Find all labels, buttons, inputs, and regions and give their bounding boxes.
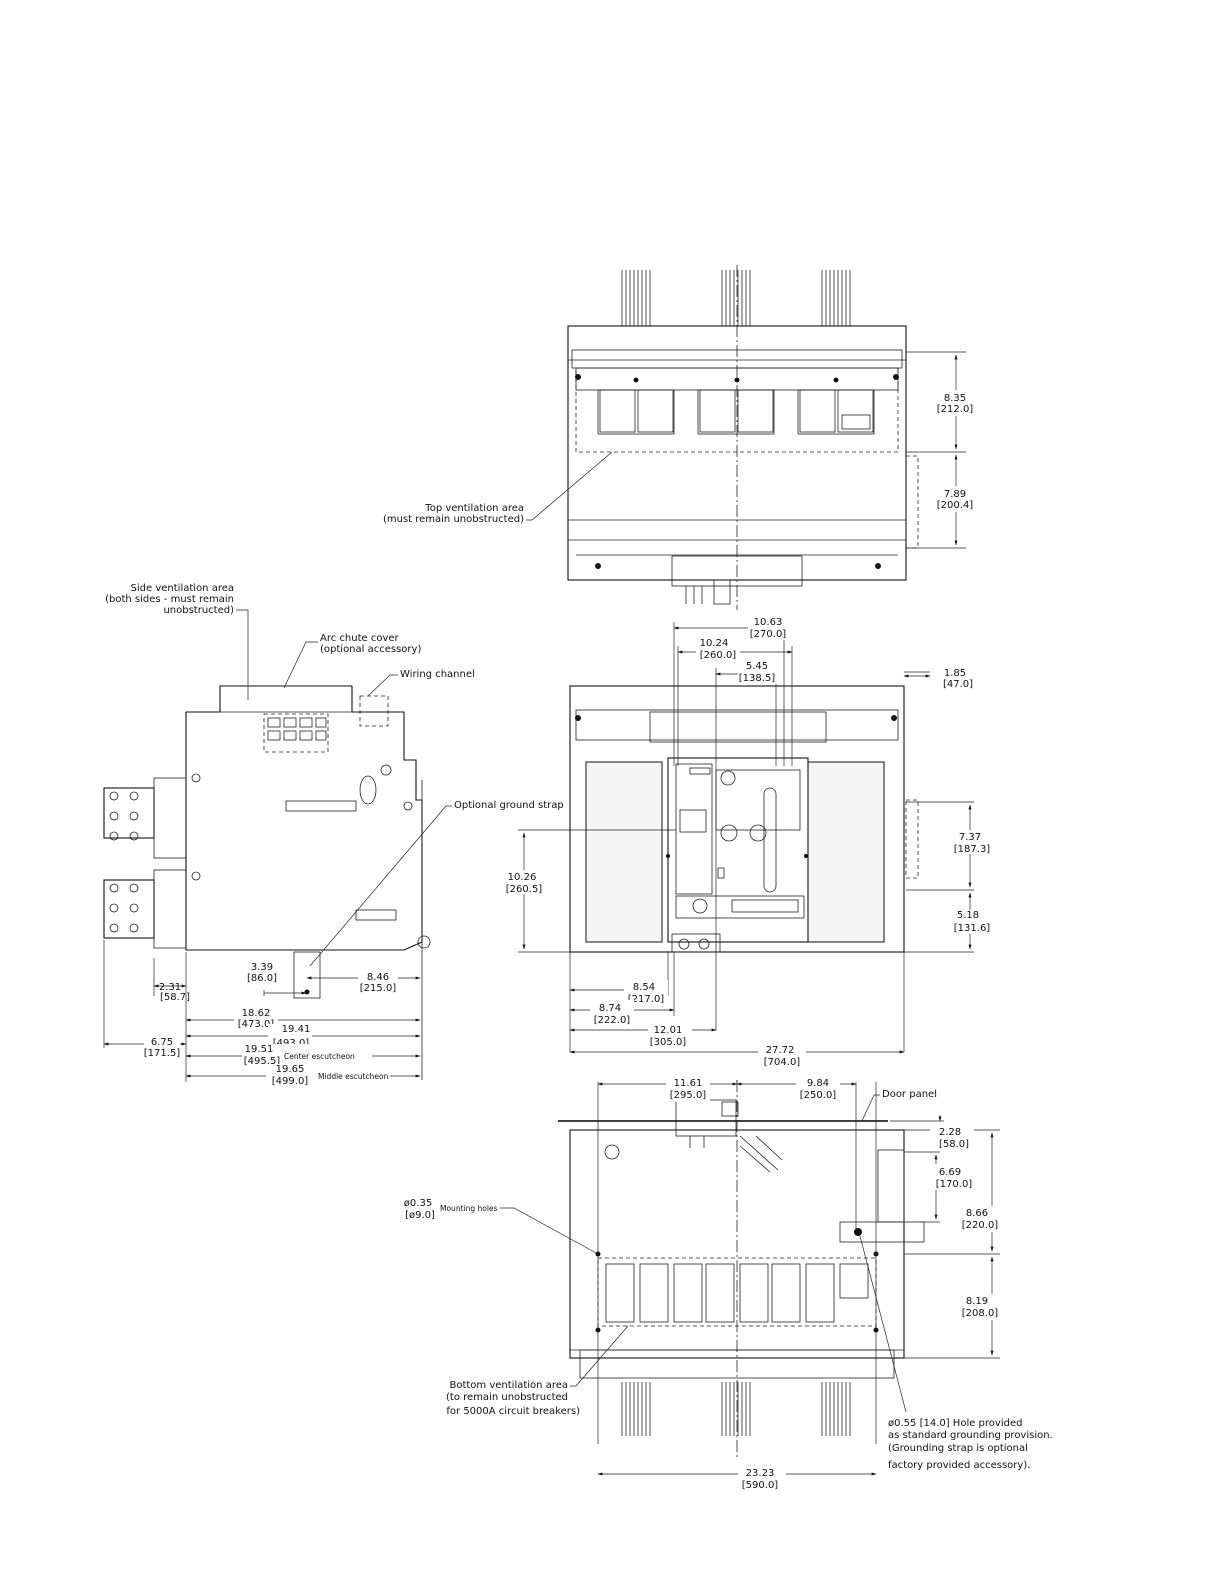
dim-mounting-hole: ø0.35 xyxy=(404,1198,432,1209)
dim-2-31-mm: [58.7] xyxy=(160,992,190,1003)
label-door-panel: Door panel xyxy=(882,1089,937,1100)
label-side-vent-note: (both sides - must remain xyxy=(105,594,234,605)
dim-19-51-mm: [495.5] xyxy=(244,1056,281,1067)
label-top-vent: Top ventilation area xyxy=(424,503,524,514)
label-ground-hole-note-2: (Grounding strap is optional xyxy=(888,1443,1028,1454)
dim-8-54-mm: [217.0] xyxy=(628,994,665,1005)
dim-5-18-mm: [131.6] xyxy=(954,923,991,934)
dim-8-46: 8.46 xyxy=(367,972,389,983)
dim-7-37: 7.37 xyxy=(959,832,981,843)
dim-27-72: 27.72 xyxy=(766,1045,795,1056)
dim-19-65-mm: [499.0] xyxy=(272,1076,309,1087)
label-mounting-holes: Mounting holes xyxy=(440,1204,498,1213)
side-view: Side ventilation area (both sides - must… xyxy=(103,583,564,1088)
dim-8-35: 8.35 xyxy=(944,393,966,404)
dim-8-19-mm: [208.0] xyxy=(962,1308,999,1319)
dim-23-23: 23.23 xyxy=(746,1468,775,1479)
dim-11-61-mm: [295.0] xyxy=(670,1090,707,1101)
label-top-vent-note: (must remain unobstructed) xyxy=(383,514,524,525)
dim-18-62: 18.62 xyxy=(242,1008,271,1019)
label-arc-chute: Arc chute cover xyxy=(320,633,400,644)
dim-8-74: 8.74 xyxy=(599,1003,621,1014)
dim-18-62-mm: [473.0] xyxy=(238,1019,275,1030)
bottom-view: 11.61 [295.0] 9.84 [250.0] Door panel 2.… xyxy=(404,1076,1053,1491)
dim-8-54: 8.54 xyxy=(633,982,655,993)
label-ground-hole: ø0.55 [14.0] Hole provided xyxy=(888,1418,1022,1429)
dim-8-66-mm: [220.0] xyxy=(962,1220,999,1231)
dim-9-84: 9.84 xyxy=(807,1078,829,1089)
dim-3-39: 3.39 xyxy=(251,962,273,973)
dim-10-63: 10.63 xyxy=(754,617,783,628)
label-ground-hole-note: as standard grounding provision. xyxy=(888,1430,1053,1441)
label-bottom-vent-note: (to remain unobstructed xyxy=(446,1392,568,1403)
label-bottom-vent-note-2: for 5000A circuit breakers) xyxy=(446,1406,580,1417)
dim-5-18: 5.18 xyxy=(957,910,979,921)
label-middle-escutcheon: Middle escutcheon xyxy=(318,1072,389,1081)
label-ground-hole-note-3: factory provided accessory). xyxy=(888,1460,1030,1471)
dim-5-45: 5.45 xyxy=(746,661,768,672)
dim-8-74-mm: [222.0] xyxy=(594,1015,631,1026)
dim-7-89: 7.89 xyxy=(944,489,966,500)
dim-7-37-mm: [187.3] xyxy=(954,844,991,855)
dim-6-75: 6.75 xyxy=(151,1037,173,1048)
dim-5-45-mm: [138.5] xyxy=(739,673,776,684)
dim-19-65: 19.65 xyxy=(276,1064,305,1075)
dim-1-85-mm: [47.0] xyxy=(943,679,973,690)
dim-19-41-mm: [493.0] xyxy=(273,1038,310,1049)
dim-12-01-mm: [305.0] xyxy=(650,1037,687,1048)
dim-10-24-mm: [260.0] xyxy=(700,650,737,661)
top-view: 8.35 [212.0] 7.89 [200.4] Top ventilatio… xyxy=(383,265,978,610)
dim-2-31: 2.31 xyxy=(159,982,181,993)
dim-10-26-mm: [260.5] xyxy=(506,884,543,895)
dim-1-85: 1.85 xyxy=(944,668,966,679)
label-wiring-channel: Wiring channel xyxy=(400,669,475,680)
dim-6-75-mm: [171.5] xyxy=(144,1048,181,1059)
dim-6-69: 6.69 xyxy=(939,1167,961,1178)
front-view: 10.63 [270.0] 10.24 [260.0] 5.45 [138.5]… xyxy=(500,616,994,1068)
dim-19-51: 19.51 xyxy=(245,1044,274,1055)
dim-2-28: 2.28 xyxy=(939,1127,961,1138)
dim-8-46-mm: [215.0] xyxy=(360,983,397,994)
dim-27-72-mm: [704.0] xyxy=(764,1057,801,1068)
dim-10-24: 10.24 xyxy=(700,638,729,649)
dim-12-01: 12.01 xyxy=(654,1025,683,1036)
dim-6-69-mm: [170.0] xyxy=(936,1179,973,1190)
dim-8-66: 8.66 xyxy=(966,1208,988,1219)
dim-19-41: 19.41 xyxy=(282,1024,311,1035)
dim-8-19: 8.19 xyxy=(966,1296,988,1307)
dim-11-61: 11.61 xyxy=(674,1078,703,1089)
label-ground-strap: Optional ground strap xyxy=(454,800,564,811)
top-terminal-fingers xyxy=(621,270,851,326)
dim-8-35-mm: [212.0] xyxy=(937,404,974,415)
dim-23-23-mm: [590.0] xyxy=(742,1480,779,1491)
dim-3-39-mm: [86.0] xyxy=(247,973,277,984)
dim-10-26: 10.26 xyxy=(508,872,537,883)
label-side-vent-note-2: unobstructed) xyxy=(163,605,234,616)
dim-7-89-mm: [200.4] xyxy=(937,500,974,511)
dim-9-84-mm: [250.0] xyxy=(800,1090,837,1101)
label-bottom-vent: Bottom ventilation area xyxy=(449,1380,568,1391)
dim-mounting-hole-mm: [ø9.0] xyxy=(405,1210,435,1221)
label-arc-chute-note: (optional accessory) xyxy=(320,644,421,655)
label-side-vent: Side ventilation area xyxy=(131,583,234,594)
dim-10-63-mm: [270.0] xyxy=(750,629,787,640)
dim-2-28-mm: [58.0] xyxy=(939,1139,969,1150)
label-center-escutcheon: Center escutcheon xyxy=(284,1052,355,1061)
